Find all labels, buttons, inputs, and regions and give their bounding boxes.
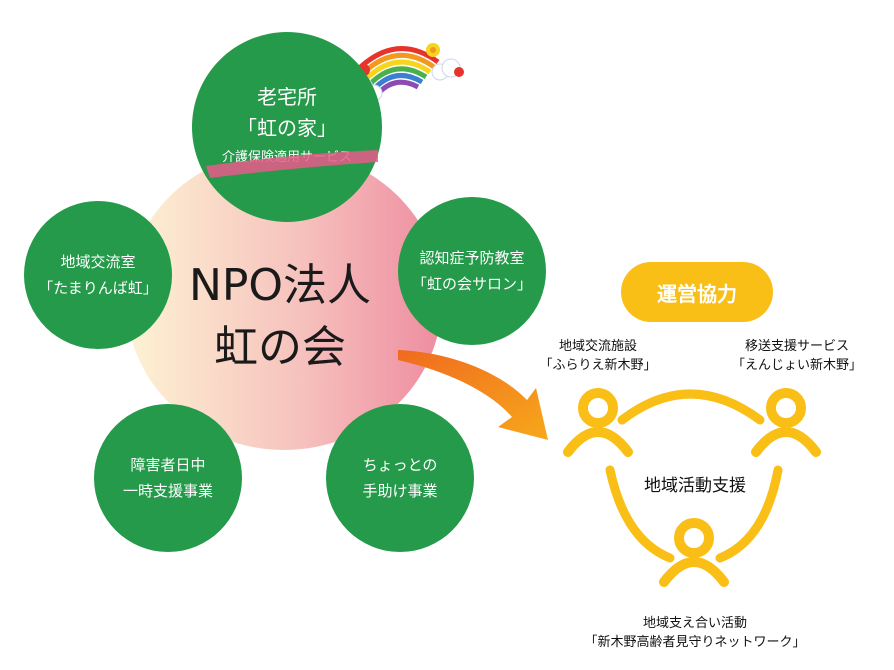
circle-salon: 認知症予防教室 「虹の会サロン」 (398, 197, 546, 345)
node-bottom-line2: 「新木野高齢者見守りネットワーク」 (584, 635, 806, 650)
cooperation-hub: 地域活動支援 (644, 476, 746, 496)
node-watch-network: 地域支え合い活動 「新木野高齢者見守りネットワーク」 (550, 614, 840, 652)
circle-bottom-left-line2: 一時支援事業 (122, 482, 213, 500)
center-title-line1: NPO法人 (188, 260, 372, 311)
cooperation-badge: 運営協力 (621, 262, 773, 322)
node-furarie: 地域交流施設 「ふらりえ新木野」 (518, 337, 678, 375)
circle-disability-support: 障害者日中 一時支援事業 (94, 404, 242, 552)
node-bottom-line1: 地域支え合い活動 (642, 616, 747, 631)
flower-icon (426, 43, 440, 57)
person-icon (563, 388, 633, 457)
circle-bottom-left-line1: 障害者日中 (130, 456, 206, 474)
node-right-line1: 移送支援サービス (744, 339, 849, 354)
cooperation-network (605, 389, 783, 563)
person-icon (751, 388, 821, 457)
circle-top-line2: 「虹の家」 (237, 116, 337, 140)
circle-right-line1: 認知症予防教室 (419, 249, 525, 267)
circle-top-line1: 老宅所 (257, 85, 317, 109)
circle-small-help: ちょっとの 手助け事業 (326, 404, 474, 552)
center-title: NPO法人 虹の会 (150, 255, 410, 379)
node-left-line1: 地域交流施設 (558, 339, 637, 354)
arrow-icon (398, 350, 548, 440)
person-icon (659, 518, 729, 587)
center-blob (126, 150, 442, 450)
center-title-line2: 虹の会 (214, 322, 346, 373)
circle-tamarinba: 地域交流室 「たまりんば虹」 (24, 201, 172, 349)
circle-left-line2: 「たまりんば虹」 (38, 279, 158, 297)
circle-bottom-right-line1: ちょっとの (362, 456, 438, 474)
circle-bottom-right-line2: 手助け事業 (362, 482, 438, 500)
node-right-line2: 「えんじょい新木野」 (731, 358, 862, 373)
node-enjoy: 移送支援サービス 「えんじょい新木野」 (712, 337, 882, 375)
node-left-line2: 「ふらりえ新木野」 (539, 358, 657, 373)
circle-right-line2: 「虹の会サロン」 (411, 275, 532, 293)
circle-left-line1: 地域交流室 (60, 253, 136, 271)
